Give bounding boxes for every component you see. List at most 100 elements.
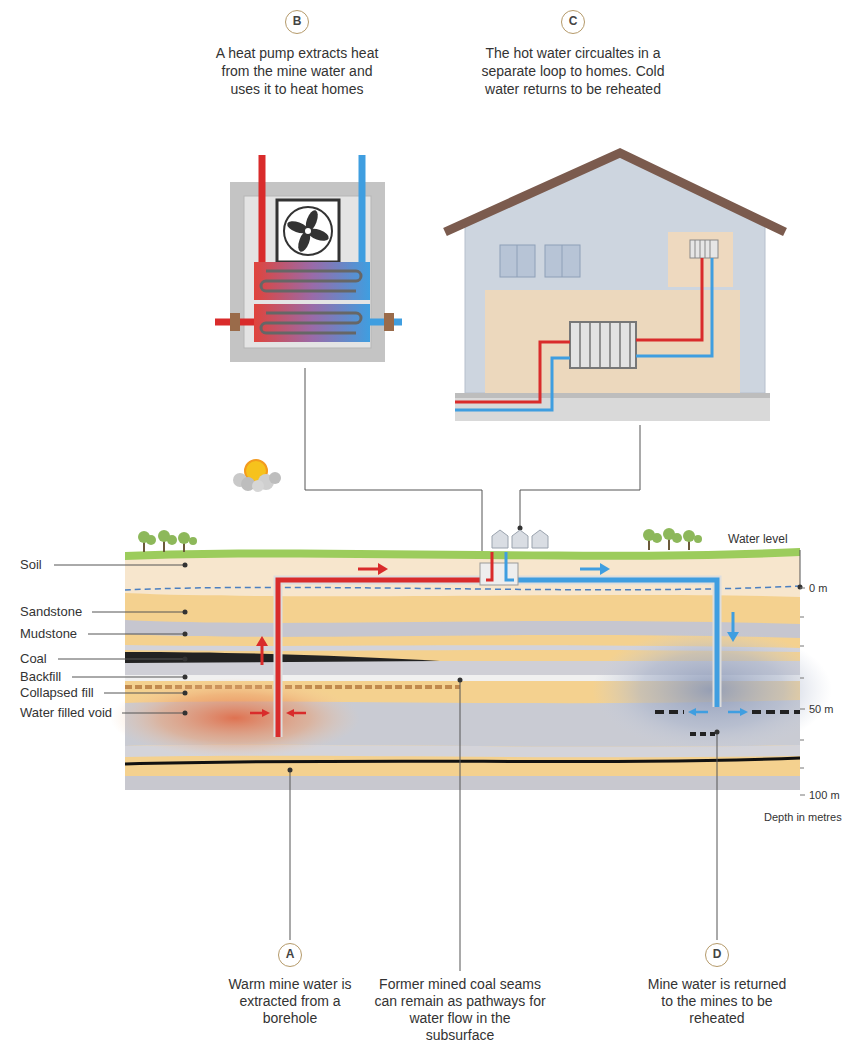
layer-dot-part	[183, 610, 188, 615]
layer-label: Backfill	[20, 669, 61, 685]
house-part	[695, 240, 710, 258]
trees-part	[189, 537, 197, 545]
callout-letter: C	[561, 10, 585, 34]
heat-pump-part	[359, 155, 366, 262]
pipe-loop	[278, 552, 717, 737]
heat-pump-part	[261, 271, 361, 291]
callout-text: The hot water circualtes in a separate l…	[466, 44, 681, 98]
layer-dot-part	[183, 675, 188, 680]
house	[445, 153, 785, 421]
layer-label: Coal	[20, 651, 47, 667]
flow-arrow-part	[727, 632, 739, 642]
ground-section-part	[752, 710, 800, 714]
callout-dot-part	[715, 730, 720, 735]
layer-dot-part	[183, 711, 188, 716]
heat-pump-part-part	[304, 227, 312, 235]
callout-letter: B	[285, 10, 309, 34]
layer-label: Soil	[20, 557, 42, 573]
layer-leader-part	[54, 565, 185, 566]
layer-dot-part	[183, 632, 188, 637]
leader-line-part	[520, 425, 640, 528]
small-houses-part	[512, 530, 528, 548]
trees-part	[178, 532, 190, 544]
flow-arrow-part	[740, 708, 748, 716]
house-part	[455, 393, 770, 421]
pipe-loop-part	[514, 580, 717, 707]
heat-pump-part	[230, 313, 240, 331]
sun-cloud-part	[252, 480, 264, 492]
pipe-loop-part	[506, 552, 514, 580]
heat-pump-part	[259, 155, 266, 262]
flow-arrow-part	[262, 709, 270, 717]
trees-part	[146, 535, 156, 545]
callout-letter: D	[705, 943, 729, 967]
layer-dot-part	[183, 563, 188, 568]
callout-text: Mine water is returned to the mines to b…	[647, 976, 787, 1027]
ground-section-part	[690, 732, 715, 736]
layer-dot	[183, 563, 188, 716]
callout-dot-part	[288, 768, 293, 773]
callout-leader-part	[290, 770, 291, 940]
layer-leader-part	[58, 659, 185, 660]
layer-leader-part	[92, 612, 185, 613]
layer-label: Collapsed fill	[20, 685, 94, 701]
depth-label: 50 m	[809, 702, 833, 716]
trees	[138, 528, 702, 552]
house-part	[636, 258, 712, 356]
callout-text: Former mined coal seams can remain as pa…	[374, 976, 546, 1044]
small-houses-part	[532, 530, 548, 548]
layer-leader-part	[122, 713, 185, 714]
house-part	[465, 156, 765, 393]
depth-scale-part	[800, 768, 804, 769]
depth-scale-part	[800, 740, 804, 741]
small-houses	[492, 530, 548, 548]
ground-section-part	[125, 586, 800, 590]
ground-section-part	[125, 548, 800, 560]
heat-pump-part	[277, 200, 339, 262]
callout-text: Warm mine water is extracted from a bore…	[228, 976, 353, 1027]
trees-part	[694, 535, 702, 543]
layer-dot-part	[183, 657, 188, 662]
pipe-loop-part	[278, 580, 486, 737]
heat-pump-part	[261, 313, 361, 333]
flow-arrow-part	[294, 712, 306, 715]
depth-scale-part	[800, 709, 805, 710]
leader-line	[305, 368, 640, 562]
ground-section-part	[110, 678, 360, 758]
leader-line-part	[305, 368, 482, 562]
heat-pump	[215, 155, 402, 362]
callout-leader-part	[460, 680, 461, 971]
heat-pump-part	[254, 262, 370, 300]
trees-part	[167, 535, 177, 545]
pipe-loop-part	[278, 580, 486, 737]
water-level-leader-part	[798, 585, 803, 590]
flow-arrow-part	[358, 568, 378, 571]
depth-scale-part	[800, 795, 805, 796]
callout-leader-part	[717, 732, 718, 940]
callout-text: A heat pump extracts heat from the mine …	[215, 44, 380, 98]
layer-dot-part	[183, 691, 188, 696]
flow-arrow	[250, 563, 748, 717]
house-part	[445, 153, 785, 232]
callout-dot	[288, 678, 720, 773]
house-part	[517, 245, 518, 277]
flow-arrow-part	[256, 636, 268, 646]
flow-arrow-part	[261, 646, 264, 665]
house-part	[545, 245, 580, 277]
layer-label: Sandstone	[20, 604, 82, 620]
house-part	[690, 240, 718, 258]
water-level-leader	[798, 550, 803, 590]
flow-arrow-part	[250, 712, 262, 715]
flow-arrow-part	[728, 711, 740, 714]
flow-arrow-part	[580, 568, 600, 571]
small-houses-part	[492, 530, 508, 548]
layer-label: Mudstone	[20, 626, 77, 642]
ground-section-part	[125, 758, 800, 764]
depth-scale-part	[800, 617, 804, 618]
flow-arrow-part	[732, 612, 735, 632]
callout-letter: A	[278, 943, 302, 967]
pipe-loop-part	[514, 580, 717, 707]
layer-leader-part	[72, 677, 185, 678]
